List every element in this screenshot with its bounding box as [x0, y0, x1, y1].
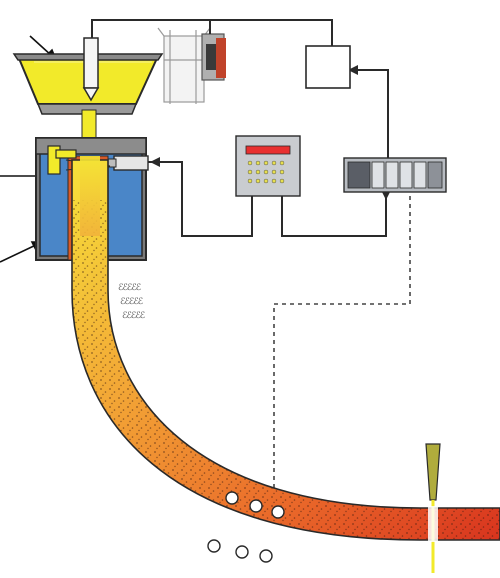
stopper-rod — [82, 37, 100, 102]
cutting-torch — [425, 443, 441, 573]
stopper-actuator-box — [305, 45, 351, 89]
stopper-mechanism — [157, 20, 226, 104]
signal-wires — [91, 19, 389, 237]
arrow-into-detector — [150, 157, 160, 167]
dashed-feedback-line — [273, 196, 411, 508]
svg-text:ℰℰℰℰℰ: ℰℰℰℰℰ — [122, 310, 146, 320]
svg-text:ℰℰℰℰℰ: ℰℰℰℰℰ — [120, 296, 144, 306]
guide-rollers — [207, 491, 285, 563]
plc-controller — [343, 157, 447, 193]
level-sensor — [47, 145, 77, 175]
svg-text:ℰℰℰℰℰ: ℰℰℰℰℰ — [118, 282, 142, 292]
steel-strand — [71, 156, 500, 541]
arrow-to-actuator — [348, 65, 358, 75]
spray-cooling: ℰℰℰℰℰ ℰℰℰℰℰ ℰℰℰℰℰ — [118, 282, 147, 320]
level-display — [235, 135, 301, 197]
